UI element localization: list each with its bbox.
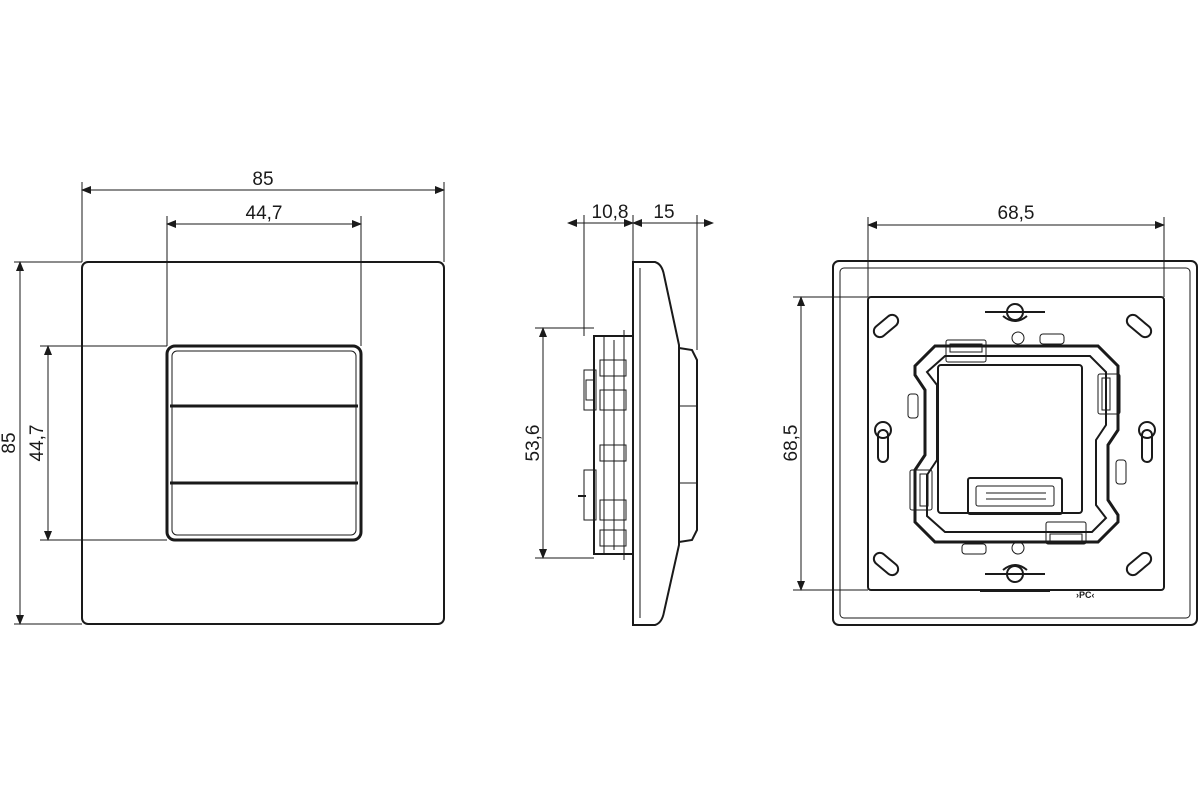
mounting-slots bbox=[872, 303, 1156, 583]
rear-frame-inner bbox=[839, 267, 1191, 619]
dim-side-depth-b: 15 bbox=[653, 202, 674, 223]
connector-pins bbox=[986, 492, 1046, 500]
dim-button-width: 44,7 bbox=[246, 203, 283, 224]
rocker-outer bbox=[165, 344, 363, 542]
insert-core bbox=[937, 364, 1083, 514]
side-frame-profile bbox=[632, 261, 680, 626]
insert-housing bbox=[913, 344, 1120, 544]
side-view: 10,8 15 53,6 bbox=[523, 202, 714, 626]
terminal-clips bbox=[907, 331, 1127, 555]
dim-rear-width: 68,5 bbox=[998, 203, 1035, 224]
rear-view: ›PC‹ 68,5 68,5 bbox=[781, 203, 1198, 626]
dim-front-height: 85 bbox=[0, 432, 20, 453]
rear-frame-outer bbox=[832, 260, 1198, 626]
dim-side-depth-a: 10,8 bbox=[592, 202, 629, 223]
dim-side-height: 53,6 bbox=[523, 425, 544, 462]
pc-connector bbox=[967, 477, 1063, 515]
rocker-inner bbox=[171, 350, 357, 536]
mounting-plate bbox=[867, 296, 1165, 591]
pc-marking: ›PC‹ bbox=[1076, 590, 1095, 600]
dim-front-width: 85 bbox=[252, 169, 273, 190]
dim-button-height: 44,7 bbox=[27, 425, 48, 462]
side-rocker-profile bbox=[678, 347, 698, 543]
side-insert-body bbox=[593, 335, 634, 555]
front-frame bbox=[81, 261, 445, 625]
front-view: 85 44,7 85 44,7 bbox=[0, 169, 445, 625]
dim-rear-height: 68,5 bbox=[781, 425, 802, 462]
